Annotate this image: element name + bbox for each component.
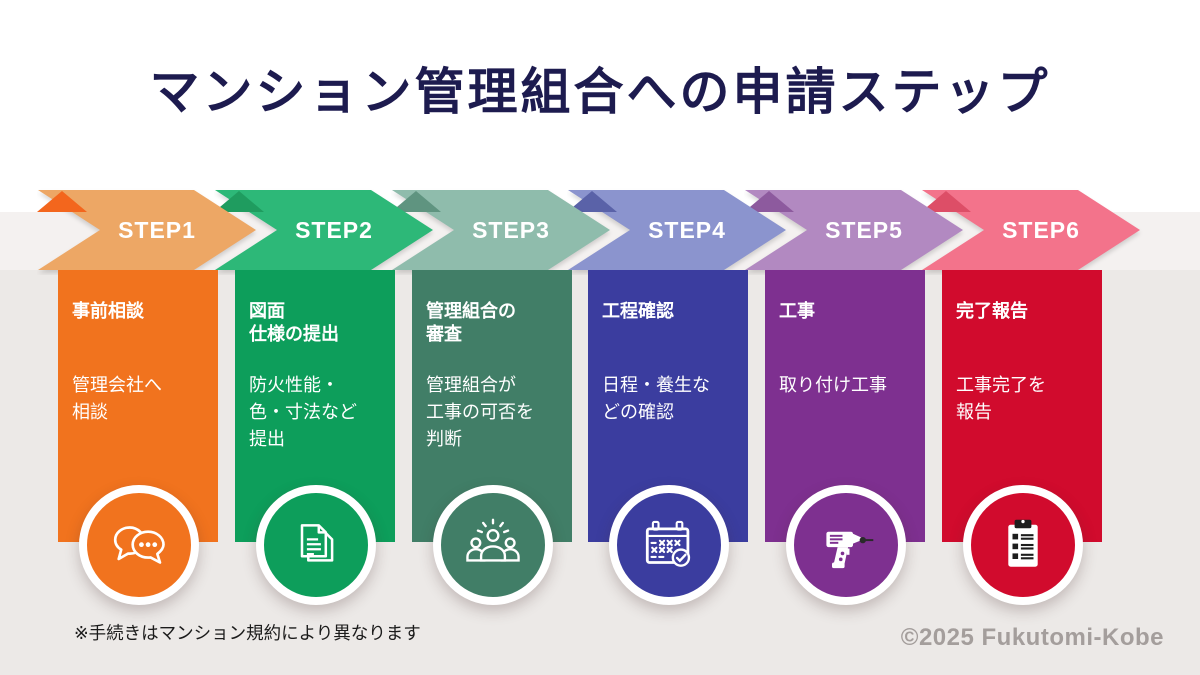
- step-heading: 管理組合の 審査: [426, 301, 516, 345]
- step-label: STEP2: [295, 217, 373, 243]
- step-icon-circle: [256, 485, 376, 605]
- documents-icon: [281, 510, 351, 580]
- step-column: 管理組合の 審査 管理組合が 工事の可否を 判断: [412, 270, 572, 542]
- chevron-band: [38, 190, 256, 270]
- step-heading: 工事: [779, 301, 815, 321]
- chevron-band: [392, 190, 610, 270]
- copyright-text: ©2025 Fukutomi-Kobe: [900, 624, 1164, 651]
- chevron-arrow: [391, 190, 610, 270]
- chevron-arrow: [744, 190, 963, 270]
- step-1: STEP1 事前相談 管理会社へ 相談: [37, 185, 259, 625]
- chevron-band: [215, 190, 433, 270]
- step-label: STEP6: [1002, 217, 1080, 243]
- page-title: マンション管理組合への申請ステップ: [149, 64, 1051, 120]
- step-heading: 事前相談: [72, 301, 144, 321]
- chevron-fold-triangle: [921, 191, 971, 212]
- chat-icon: [104, 510, 174, 580]
- step-label: STEP3: [472, 217, 550, 243]
- step-description: 管理組合が 工事の可否を 判断: [426, 375, 534, 449]
- step-4: STEP4 工程確認 日程・養生な どの確認: [567, 185, 789, 625]
- step-6: STEP6 完了報告 工事完了を 報告: [921, 185, 1143, 625]
- step-description: 取り付け工事: [779, 375, 887, 395]
- step-3: STEP3 管理組合の 審査 管理組合が 工事の可否を 判断: [391, 185, 613, 625]
- committee-icon: [458, 510, 528, 580]
- step-description: 日程・養生な どの確認: [602, 375, 710, 422]
- step-icon-circle: [786, 485, 906, 605]
- step-description: 管理会社へ 相談: [72, 375, 162, 422]
- step-icon-circle: [79, 485, 199, 605]
- step-icon-circle: [963, 485, 1083, 605]
- chevron-arrow: [921, 190, 1140, 270]
- chevron-fold-triangle: [37, 191, 87, 212]
- chevron-arrow: [37, 190, 256, 270]
- step-label: STEP4: [648, 217, 726, 243]
- clipboard-icon: [988, 510, 1058, 580]
- calendar-icon: [634, 510, 704, 580]
- chevron-fold-triangle: [744, 191, 794, 212]
- step-description: 防火性能・ 色・寸法など 提出: [249, 375, 357, 449]
- step-label: STEP5: [825, 217, 903, 243]
- chevron-arrow: [567, 190, 786, 270]
- step-heading: 工程確認: [602, 301, 674, 321]
- step-icon-circle: [433, 485, 553, 605]
- step-description: 工事完了を 報告: [956, 375, 1046, 422]
- chevron-arrow: [214, 190, 433, 270]
- chevron-fold-triangle: [214, 191, 264, 212]
- step-heading: 図面 仕様の提出: [249, 301, 339, 345]
- step-icon-circle: [609, 485, 729, 605]
- step-heading: 完了報告: [956, 301, 1028, 321]
- step-label: STEP1: [118, 217, 196, 243]
- chevron-band: [568, 190, 786, 270]
- chevron-band: [922, 190, 1140, 270]
- drill-icon: [811, 510, 881, 580]
- chevron-fold-triangle: [391, 191, 441, 212]
- footnote: ※手続きはマンション規約により異なります: [74, 623, 421, 643]
- chevron-fold-triangle: [567, 191, 617, 212]
- step-5: STEP5 工事 取り付け工事: [744, 185, 966, 625]
- chevron-band: [745, 190, 963, 270]
- step-2: STEP2 図面 仕様の提出 防火性能・ 色・寸法など 提出: [214, 185, 436, 625]
